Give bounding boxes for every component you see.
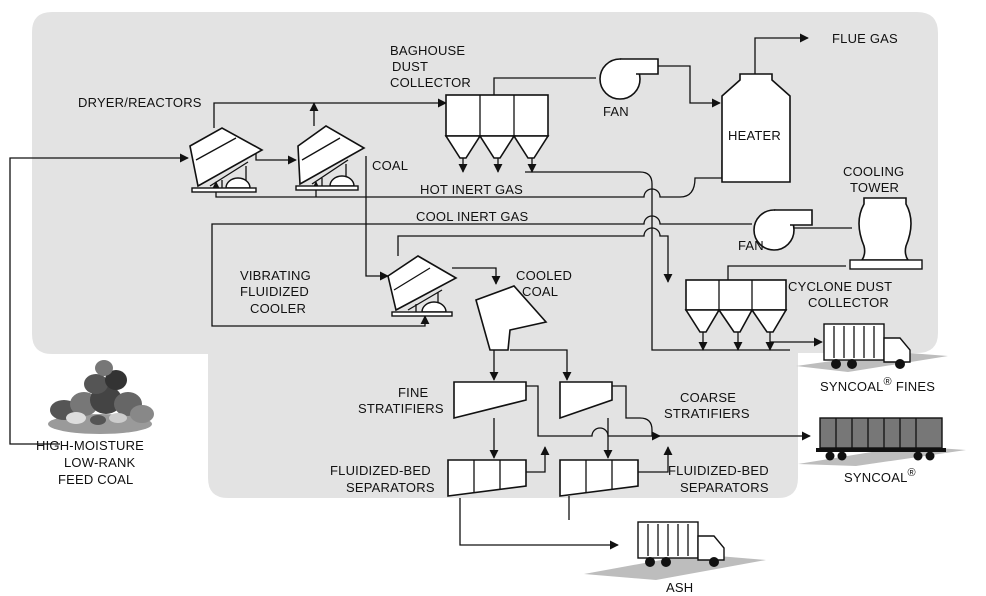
label-baghouse-1: BAGHOUSE [390,43,465,58]
label-fine-stratifiers-2: STRATIFIERS [358,401,444,416]
fine-stratifier [453,381,527,420]
label-baghouse-2: DUST [392,59,428,74]
label-fan-top: FAN [603,104,629,119]
label-coarse-stratifiers-2: STRATIFIERS [664,406,750,421]
label-cyclone-2: COLLECTOR [808,295,889,310]
syncoal-railcar-icon [798,417,966,466]
fan-to-cyclone-line [727,265,846,281]
label-fbs-right-2: SEPARATORS [680,480,769,495]
dryer1-to-baghouse-line [213,98,447,128]
process-area-background [32,12,938,498]
label-syncoal-fines: SYNCOAL®FINES [820,376,935,394]
cooled-coal-hopper [475,285,548,351]
baghouse-fines-line [525,171,790,351]
heater-to-flue-gas-line [754,33,809,74]
label-flue-gas: FLUE GAS [832,31,898,46]
label-fbs-left-2: SEPARATORS [346,480,435,495]
cool-inert-gas-line [211,215,752,327]
label-baghouse-3: COLLECTOR [390,75,471,90]
fine-product-line [526,385,661,441]
label-coal: COAL [372,158,408,173]
cooling-tower [849,197,923,270]
label-coarse-stratifiers-1: COARSE [680,390,736,405]
label-syncoal: SYNCOAL® [844,467,916,485]
syncoal-product-line [612,385,811,441]
label-fbs-right-1: FLUIDIZED-BED [668,463,769,478]
baghouse-to-fan-line [493,77,596,95]
label-cooling-tower-2: TOWER [850,180,899,195]
label-cooled-coal-1: COOLED [516,268,572,283]
label-fine-stratifiers-1: FINE [398,385,429,400]
fan-to-heater-line [658,65,721,108]
label-feed-coal-2: LOW-RANK [64,455,136,470]
label-cool-inert-gas: COOL INERT GAS [416,209,528,224]
label-vibrating-3: COOLER [250,301,306,316]
cooler-to-cyclone-line [397,227,673,283]
label-cooled-coal-2: COAL [522,284,558,299]
ash-line-left [459,498,619,550]
label-vibrating-1: VIBRATING [240,268,311,283]
label-hot-inert-gas: HOT INERT GAS [420,182,523,197]
label-dryer-reactors: DRYER/REACTORS [78,95,202,110]
coarse-stratifier [559,381,613,420]
label-cyclone-1: CYCLONE DUST [788,279,892,294]
label-cooling-tower-1: COOLING [843,164,904,179]
syncoal-fines-truck-icon [796,323,948,372]
label-ash: ASH [666,580,693,595]
fan-top [599,58,659,100]
hot-inert-gas-line [211,160,723,198]
fluidized-bed-separator-right [559,459,639,497]
label-feed-coal-1: HIGH-MOISTURE [36,438,144,453]
baghouse-dust-collector [444,94,550,159]
feed-coal-line [9,153,189,445]
label-vibrating-2: FLUIDIZED [240,284,309,299]
fluidized-bed-separator-left [447,459,527,497]
vibrating-fluidized-cooler [387,255,458,317]
cooled-coal-to-coarse-line [510,349,572,381]
fan-mid [753,209,813,251]
feed-coal-pile-icon [48,360,154,434]
cooler-to-cooled-coal-line [452,267,501,285]
dryer-reactor-1 [189,127,264,193]
dryer-reactor-2 [295,125,366,191]
heater [721,73,791,183]
cyclone-dust-collector [684,279,788,333]
label-heater: HEATER [728,128,781,143]
ash-truck-icon [584,521,766,580]
label-fbs-left-1: FLUIDIZED-BED [330,463,431,478]
diagram-labels: BAGHOUSE DUST COLLECTOR FLUE GAS DRYER/R… [36,31,935,595]
label-fan-mid: FAN [738,238,764,253]
dryer2-to-cooler-line [365,156,389,281]
label-feed-coal-3: FEED COAL [58,472,133,487]
